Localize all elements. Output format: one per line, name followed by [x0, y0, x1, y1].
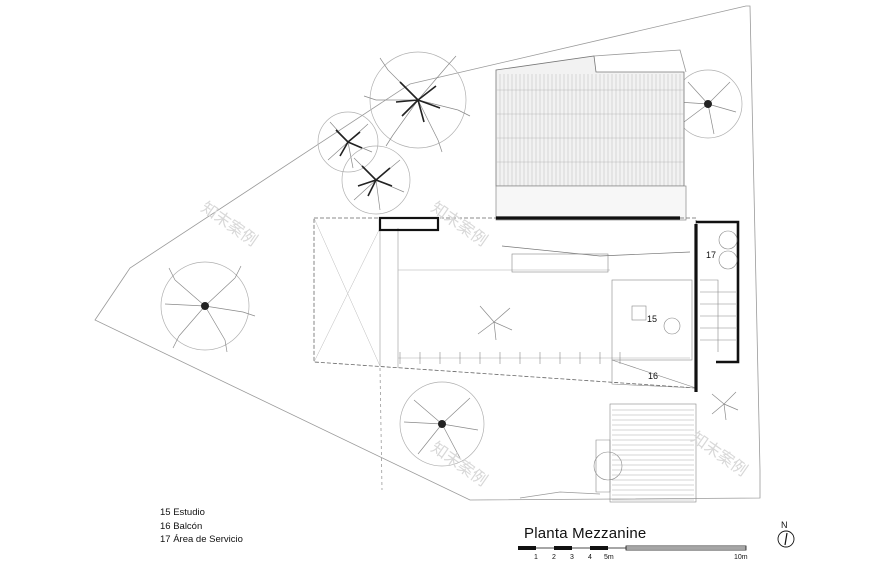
scale-tick-4: 4	[588, 554, 592, 561]
scale-tick-10m: 10m	[734, 554, 748, 561]
scale-tick-2: 2	[552, 554, 556, 561]
site-boundary	[94, 5, 761, 501]
north-arrow-icon	[777, 530, 795, 548]
scale-tick-5m: 5m	[604, 554, 614, 561]
room-number-17: 17	[706, 250, 716, 260]
room-number-16: 16	[648, 371, 658, 381]
tree-trunks	[201, 100, 712, 428]
legend-item: 17 Área de Servicio	[160, 534, 243, 545]
lower-deck	[593, 403, 697, 503]
scale-tick-1: 1	[534, 554, 538, 561]
legend-item: 16 Balcón	[160, 520, 203, 532]
scale-bar: 1 2 3 4 5m 10m	[518, 545, 748, 561]
tree-south	[399, 381, 485, 467]
watermark-4: 知末案例	[688, 428, 751, 480]
north-label: N	[781, 520, 788, 530]
watermark-3: 知末案例	[428, 438, 491, 490]
plan-title: Planta Mezzanine	[524, 525, 647, 542]
tree-center	[477, 305, 513, 341]
roof-hatch	[496, 74, 684, 186]
room-legend: 15 Estudio 16 Balcón 17 Área de Servicio	[160, 506, 243, 547]
walls	[378, 216, 740, 392]
column-grid	[399, 352, 621, 364]
main-volume	[313, 217, 697, 389]
service-area	[700, 230, 738, 352]
scale-tick-3: 3	[570, 554, 574, 561]
watermark-1: 知末案例	[198, 198, 261, 250]
deck-hatch	[612, 409, 694, 501]
legend-item: 15 Estudio	[160, 507, 205, 518]
room-number-15: 15	[647, 314, 657, 324]
plant-east	[711, 391, 739, 421]
roof-plan	[495, 49, 687, 221]
tree-star-trunks	[335, 81, 441, 197]
tree-west	[160, 261, 256, 353]
